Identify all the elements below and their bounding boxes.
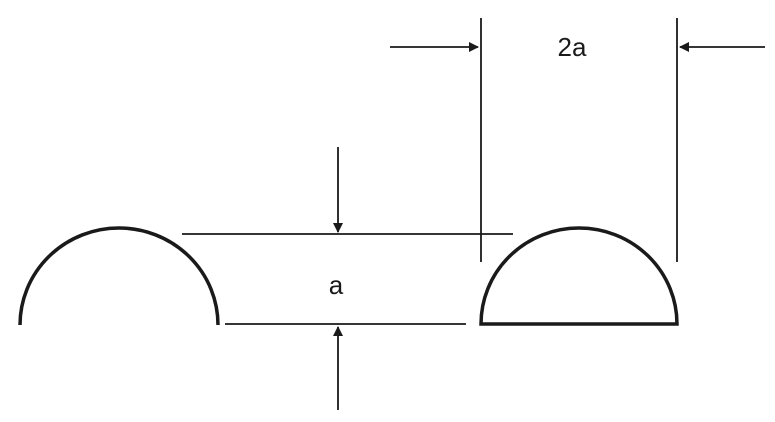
height-label: a <box>329 270 344 300</box>
left-semicircle-arc <box>18 226 220 326</box>
width-label: 2a <box>558 32 587 62</box>
right-semicircle-shape <box>479 226 679 326</box>
